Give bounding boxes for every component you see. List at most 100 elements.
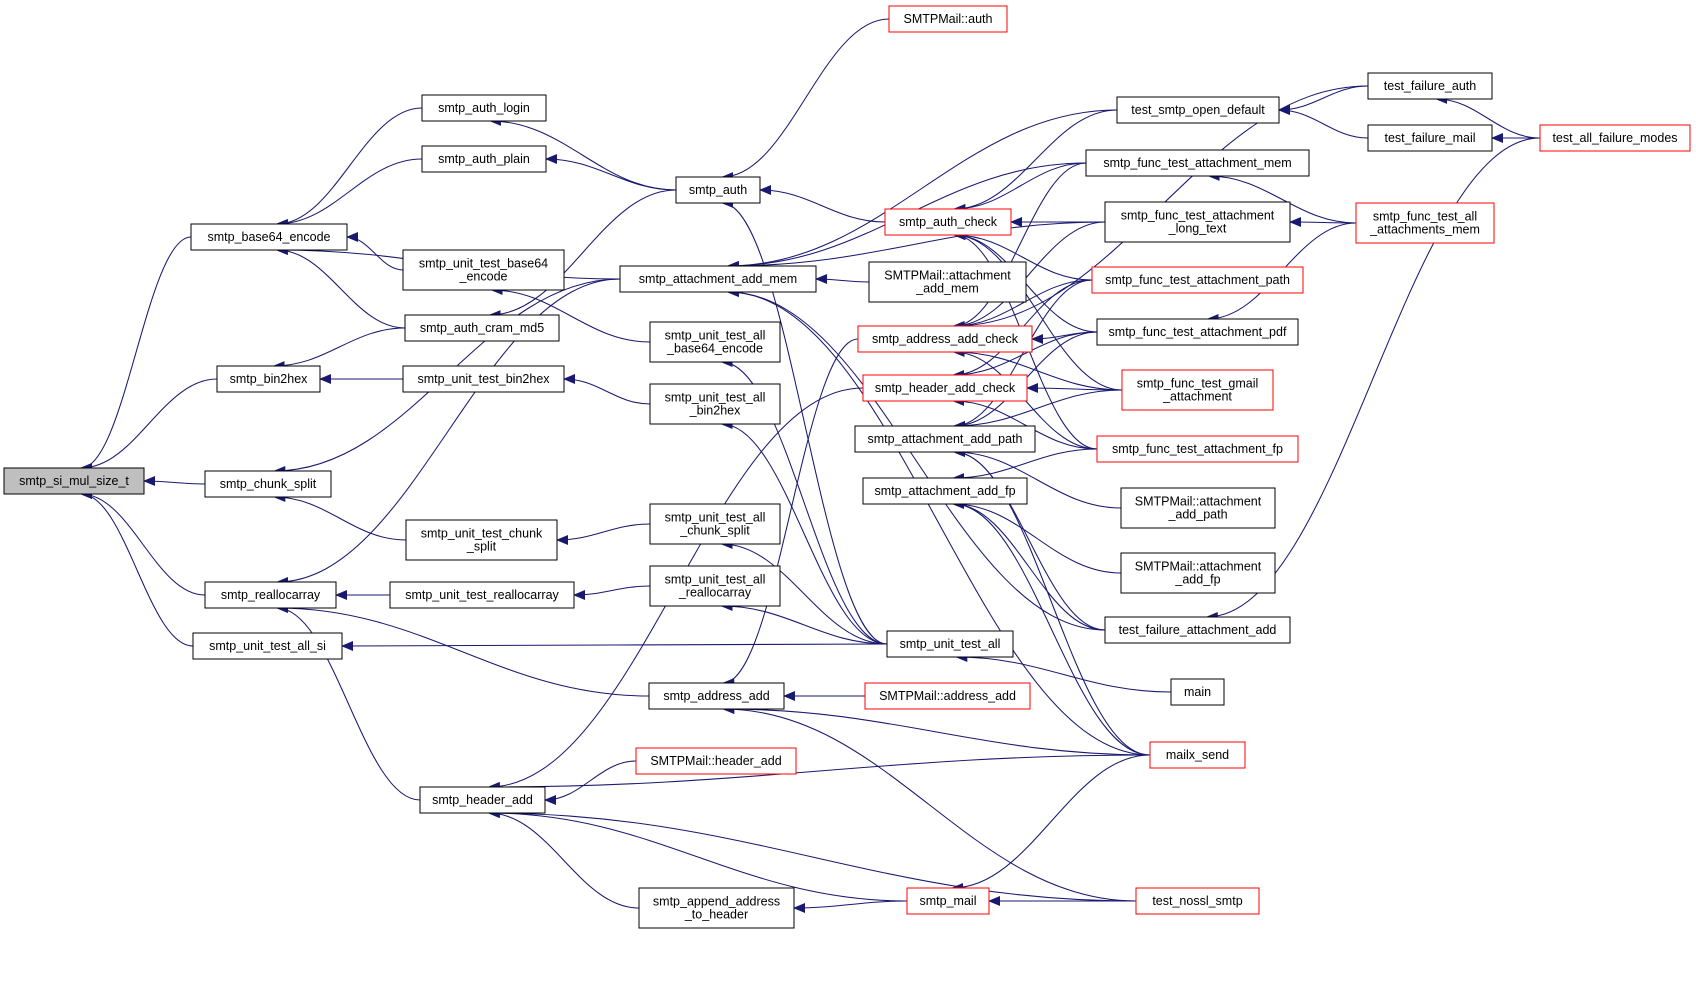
function-node-attfp[interactable]: smtp_attachment_add_fp (862, 477, 1028, 505)
node-box (649, 503, 781, 545)
function-node-talbin[interactable]: smtp_unit_test_all_bin2hex (649, 383, 781, 425)
call-edge-smtpmail-to-hdradd (487, 808, 908, 902)
function-node-smtpmailauth[interactable]: SMTPMail::auth (888, 5, 1008, 33)
function-node-mailx[interactable]: mailx_send (1149, 741, 1246, 769)
function-node-tfatt[interactable]: test_failure_attachment_add (1104, 616, 1291, 644)
call-edge-ftam-to-addrcheck (952, 162, 1087, 331)
function-node-ftapdf[interactable]: smtp_func_test_attachment_pdf (1096, 318, 1299, 346)
call-edge-authplain-to-b64enc (275, 158, 423, 229)
function-node-addrcheck[interactable]: smtp_address_add_check (857, 325, 1033, 353)
node-label: smtp_address_add_check (872, 332, 1019, 346)
call-edge-cram-to-b64enc (275, 245, 406, 329)
function-node-trealloc[interactable]: smtp_unit_test_reallocarray (389, 581, 575, 609)
call-edge-talbin-to-tbin2hex (563, 374, 651, 405)
call-edge-unitall-to-talb64 (720, 357, 888, 645)
call-edge-cram-to-bin2hex (272, 327, 406, 371)
function-node-appendaddr[interactable]: smtp_append_address_to_header (638, 887, 795, 929)
node-label: smtp_attachment_add_mem (639, 272, 797, 286)
node-box (648, 682, 785, 710)
function-node-attmem[interactable]: smtp_attachment_add_mem (619, 265, 817, 293)
call-edge-mailx-to-attmem (726, 287, 1151, 756)
node-box (649, 321, 781, 363)
function-node-authlogin[interactable]: smtp_auth_login (421, 94, 547, 122)
node-box (906, 887, 990, 915)
call-edge-ftafp-to-hdrcheck (952, 396, 1098, 450)
function-node-b64enc[interactable]: smtp_base64_encode (190, 223, 348, 251)
function-nodes: smtp_si_mul_size_tsmtp_base64_encodesmtp… (3, 5, 1691, 929)
function-node-mailattfp[interactable]: SMTPMail::attachment_add_fp (1120, 552, 1276, 594)
node-box (1091, 266, 1304, 294)
function-node-authplain[interactable]: smtp_auth_plain (421, 145, 547, 173)
call-edge-ftgmail-to-attpath (953, 389, 1123, 431)
call-edge-allfail-to-tfauth (1435, 94, 1541, 139)
function-node-smtpmail[interactable]: smtp_mail (906, 887, 990, 915)
function-node-ftallmem[interactable]: smtp_func_test_all_attachments_mem (1355, 202, 1495, 244)
node-label: smtp_unit_test_reallocarray (405, 588, 559, 602)
node-label: _add_fp (1174, 573, 1220, 587)
function-node-nossl[interactable]: test_nossl_smtp (1135, 887, 1260, 915)
function-node-openDef[interactable]: test_smtp_open_default (1116, 96, 1280, 124)
function-node-talb64[interactable]: smtp_unit_test_all_base64_encode (649, 321, 781, 363)
function-node-tb64[interactable]: smtp_unit_test_base64_encode (402, 249, 565, 291)
function-node-talchunk[interactable]: smtp_unit_test_all_chunk_split (649, 503, 781, 545)
function-node-main[interactable]: main (1170, 678, 1225, 706)
function-node-mailattmem[interactable]: SMTPMail::attachment_add_mem (868, 261, 1027, 303)
node-label: smtp_func_test_all (1373, 210, 1477, 224)
function-node-ftam[interactable]: smtp_func_test_attachment_mem (1085, 149, 1310, 177)
function-node-ftalt[interactable]: smtp_func_test_attachment_long_text (1104, 201, 1291, 243)
function-node-tfmail[interactable]: test_failure_mail (1367, 124, 1493, 152)
node-label: smtp_func_test_attachment_mem (1103, 156, 1291, 170)
node-box (1085, 149, 1310, 177)
node-box (1120, 552, 1276, 594)
function-node-hdrcheck[interactable]: smtp_header_add_check (862, 374, 1028, 402)
node-label: smtp_base64_encode (207, 230, 330, 244)
function-node-talrealloc[interactable]: smtp_unit_test_all_reallocarray (649, 565, 781, 607)
call-edge-b64enc-to-root (80, 236, 192, 473)
node-box (649, 383, 781, 425)
function-node-smtpauth[interactable]: smtp_auth (675, 176, 761, 204)
function-node-root[interactable]: smtp_si_mul_size_t (3, 467, 145, 495)
call-edge-mailattmem-to-attmem (815, 274, 870, 285)
node-box (421, 94, 547, 122)
node-label: smtp_header_add_check (875, 381, 1016, 395)
node-box (1096, 318, 1299, 346)
function-node-chunk[interactable]: smtp_chunk_split (204, 470, 332, 498)
node-label: smtp_func_test_attachment_fp (1112, 442, 1283, 456)
function-node-mailattpath[interactable]: SMTPMail::attachment_add_path (1120, 487, 1276, 529)
node-label: _to_header (684, 908, 748, 922)
node-label: _chunk_split (679, 524, 750, 538)
node-box (862, 477, 1028, 505)
node-box (405, 519, 558, 561)
call-edges (80, 18, 1541, 913)
function-node-bin2hex[interactable]: smtp_bin2hex (216, 365, 321, 393)
function-node-realloc[interactable]: smtp_reallocarray (204, 581, 337, 609)
function-node-mailhdradd[interactable]: SMTPMail::header_add (635, 747, 797, 775)
node-label: _split (466, 540, 497, 554)
node-box (1104, 201, 1291, 243)
function-node-cram[interactable]: smtp_auth_cram_md5 (404, 314, 560, 342)
function-node-allfail[interactable]: test_all_failure_modes (1539, 124, 1691, 152)
node-box (649, 565, 781, 607)
function-node-mailaddradd[interactable]: SMTPMail::address_add (864, 682, 1031, 710)
function-node-unitall[interactable]: smtp_unit_test_all (886, 630, 1014, 658)
node-label: smtp_attachment_add_path (868, 432, 1023, 446)
function-node-tbin2hex[interactable]: smtp_unit_test_bin2hex (402, 365, 565, 393)
function-node-tfauth[interactable]: test_failure_auth (1367, 72, 1493, 100)
node-box (888, 5, 1008, 33)
function-node-hdradd[interactable]: smtp_header_add (419, 786, 546, 814)
function-node-addradd[interactable]: smtp_address_add (648, 682, 785, 710)
call-edge-tb64-to-b64enc (346, 232, 404, 271)
node-label: smtp_unit_test_all (900, 637, 1001, 651)
node-box (402, 249, 565, 291)
function-node-ftap[interactable]: smtp_func_test_attachment_path (1091, 266, 1304, 294)
node-label: smtp_header_add (432, 793, 533, 807)
node-label: smtp_unit_test_base64 (419, 257, 548, 271)
function-node-tchunk[interactable]: smtp_unit_test_chunk_split (405, 519, 558, 561)
call-edge-openDef-to-attmem (726, 109, 1118, 271)
function-node-ftgmail[interactable]: smtp_func_test_gmail_attachment (1121, 369, 1274, 411)
function-node-ftafp[interactable]: smtp_func_test_attachment_fp (1096, 435, 1299, 463)
function-node-attpath[interactable]: smtp_attachment_add_path (854, 425, 1036, 453)
function-node-tallsi[interactable]: smtp_unit_test_all_si (192, 632, 343, 660)
call-edge-ftap-to-authcheck (953, 230, 1093, 281)
function-node-authcheck[interactable]: smtp_auth_check (884, 208, 1012, 236)
